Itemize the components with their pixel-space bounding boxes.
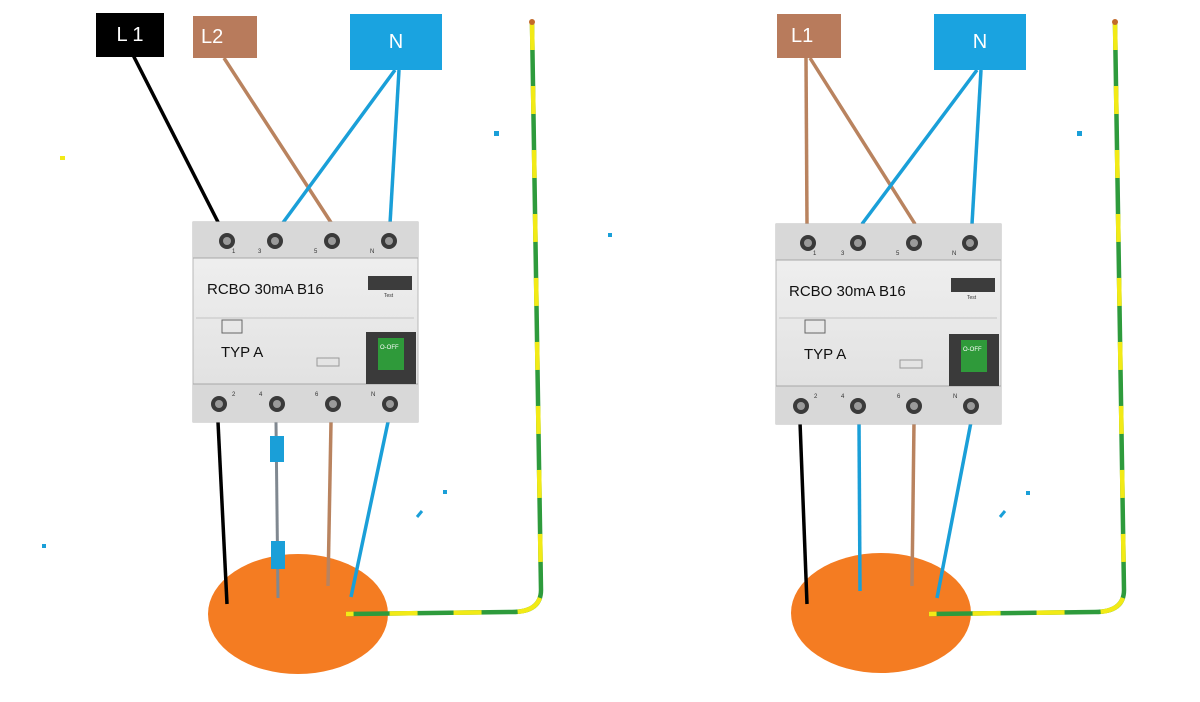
left-stray-mark-blue-1 — [494, 131, 499, 136]
left-rcbo-device — [192, 221, 419, 423]
right-n-load-wire — [935, 421, 973, 599]
left-n-supply-wire-b — [388, 69, 401, 225]
left-l1-load-wire — [216, 421, 229, 605]
left-l1-supply-wire — [131, 54, 221, 225]
left-device-bottom-rail — [193, 384, 418, 422]
left-stray-mark-blue-2 — [42, 544, 46, 548]
left-stray-mark-blue-3 — [443, 490, 447, 494]
left-top-terminals — [219, 233, 397, 249]
right-test-label: Test — [967, 295, 977, 301]
right-top-terminal-number-n: N — [952, 251, 956, 257]
right-stray-mark-blue-3 — [998, 510, 1007, 518]
left-top-terminal-number-5: 5 — [314, 249, 318, 255]
right-top-terminal-number-1: 1 — [813, 251, 817, 257]
right-brown-load-wire — [910, 421, 916, 587]
right-load-ellipse — [791, 553, 971, 673]
right-earth-wire-stripe — [928, 21, 1127, 617]
right-device-class-text: TYP A — [804, 346, 847, 363]
right-device-type-text: RCBO 30mA B16 — [789, 283, 906, 300]
left-bottom-terminals — [211, 396, 398, 412]
left-bottom-terminal-number-4: 4 — [259, 392, 263, 398]
left-top-terminal-number-n: N — [370, 249, 374, 255]
left-top-terminal-number-1: 1 — [232, 249, 236, 255]
left-switch-toggle — [378, 338, 404, 370]
left-stray-mark-blue-5 — [608, 233, 612, 237]
right-bottom-terminal-number-n: N — [953, 394, 957, 400]
right-switch-label: O-OFF — [963, 347, 982, 353]
left-l2-load-wire — [326, 421, 333, 587]
left-stray-mark-blue-4 — [415, 510, 424, 518]
left-l1-label: L 1 — [96, 13, 164, 57]
left-qr-code — [221, 319, 243, 334]
left-device-class-text: TYP A — [221, 344, 264, 361]
left-switch-label: O-OFF — [380, 345, 399, 351]
right-test-button — [951, 278, 995, 292]
left-n-supply-wire-a — [280, 68, 397, 226]
right-bottom-terminals — [793, 398, 979, 414]
right-n-label: N — [934, 14, 1026, 70]
left-device-type-text: RCBO 30mA B16 — [207, 281, 324, 298]
right-top-terminal-number-3: 3 — [841, 251, 845, 257]
right-n-supply-wire-a — [860, 68, 979, 226]
left-n-label: N — [350, 14, 442, 70]
left-earth-wire-stripe — [345, 21, 544, 617]
right-diagram — [775, 19, 1127, 673]
right-n-supply-wire-b — [970, 69, 983, 225]
right-rating-label — [899, 359, 923, 369]
left-earth-wire-end — [529, 19, 535, 25]
right-blue-load-wire — [857, 421, 862, 592]
left-blue-sleeve-upper — [270, 436, 284, 462]
right-top-terminals — [800, 235, 978, 251]
left-n-load-wire — [349, 421, 390, 598]
left-test-label: Test — [384, 293, 394, 299]
left-bottom-terminal-number-n: N — [371, 392, 375, 398]
left-stray-mark-yellow — [60, 156, 65, 160]
left-load-ellipse — [208, 554, 388, 674]
right-bottom-terminal-number-6: 6 — [897, 394, 901, 400]
left-blue-sleeve-lower — [271, 541, 285, 569]
right-l1-supply-wire-a — [804, 57, 809, 225]
right-l1-load-wire — [798, 421, 809, 605]
left-top-terminal-number-3: 3 — [258, 249, 262, 255]
left-bottom-terminal-number-2: 2 — [232, 392, 236, 398]
right-switch-toggle — [961, 340, 987, 372]
right-rcbo-device — [775, 223, 1002, 425]
right-stray-mark-blue-2 — [1026, 491, 1030, 495]
right-l1-supply-wire-b — [808, 57, 917, 225]
left-rating-label — [316, 357, 340, 367]
left-l2-label: L2 — [193, 16, 257, 58]
right-top-terminal-number-5: 5 — [896, 251, 900, 257]
right-stray-mark-blue-1 — [1077, 131, 1082, 136]
left-test-button — [368, 276, 412, 290]
left-l2-supply-wire — [222, 57, 334, 225]
right-l1-label: L1 — [777, 14, 841, 58]
right-bottom-terminal-number-2: 2 — [814, 394, 818, 400]
right-qr-code — [804, 319, 826, 334]
right-bottom-terminal-number-4: 4 — [841, 394, 845, 400]
right-earth-wire-end — [1112, 19, 1118, 25]
left-bottom-terminal-number-6: 6 — [315, 392, 319, 398]
left-diagram — [42, 19, 612, 674]
